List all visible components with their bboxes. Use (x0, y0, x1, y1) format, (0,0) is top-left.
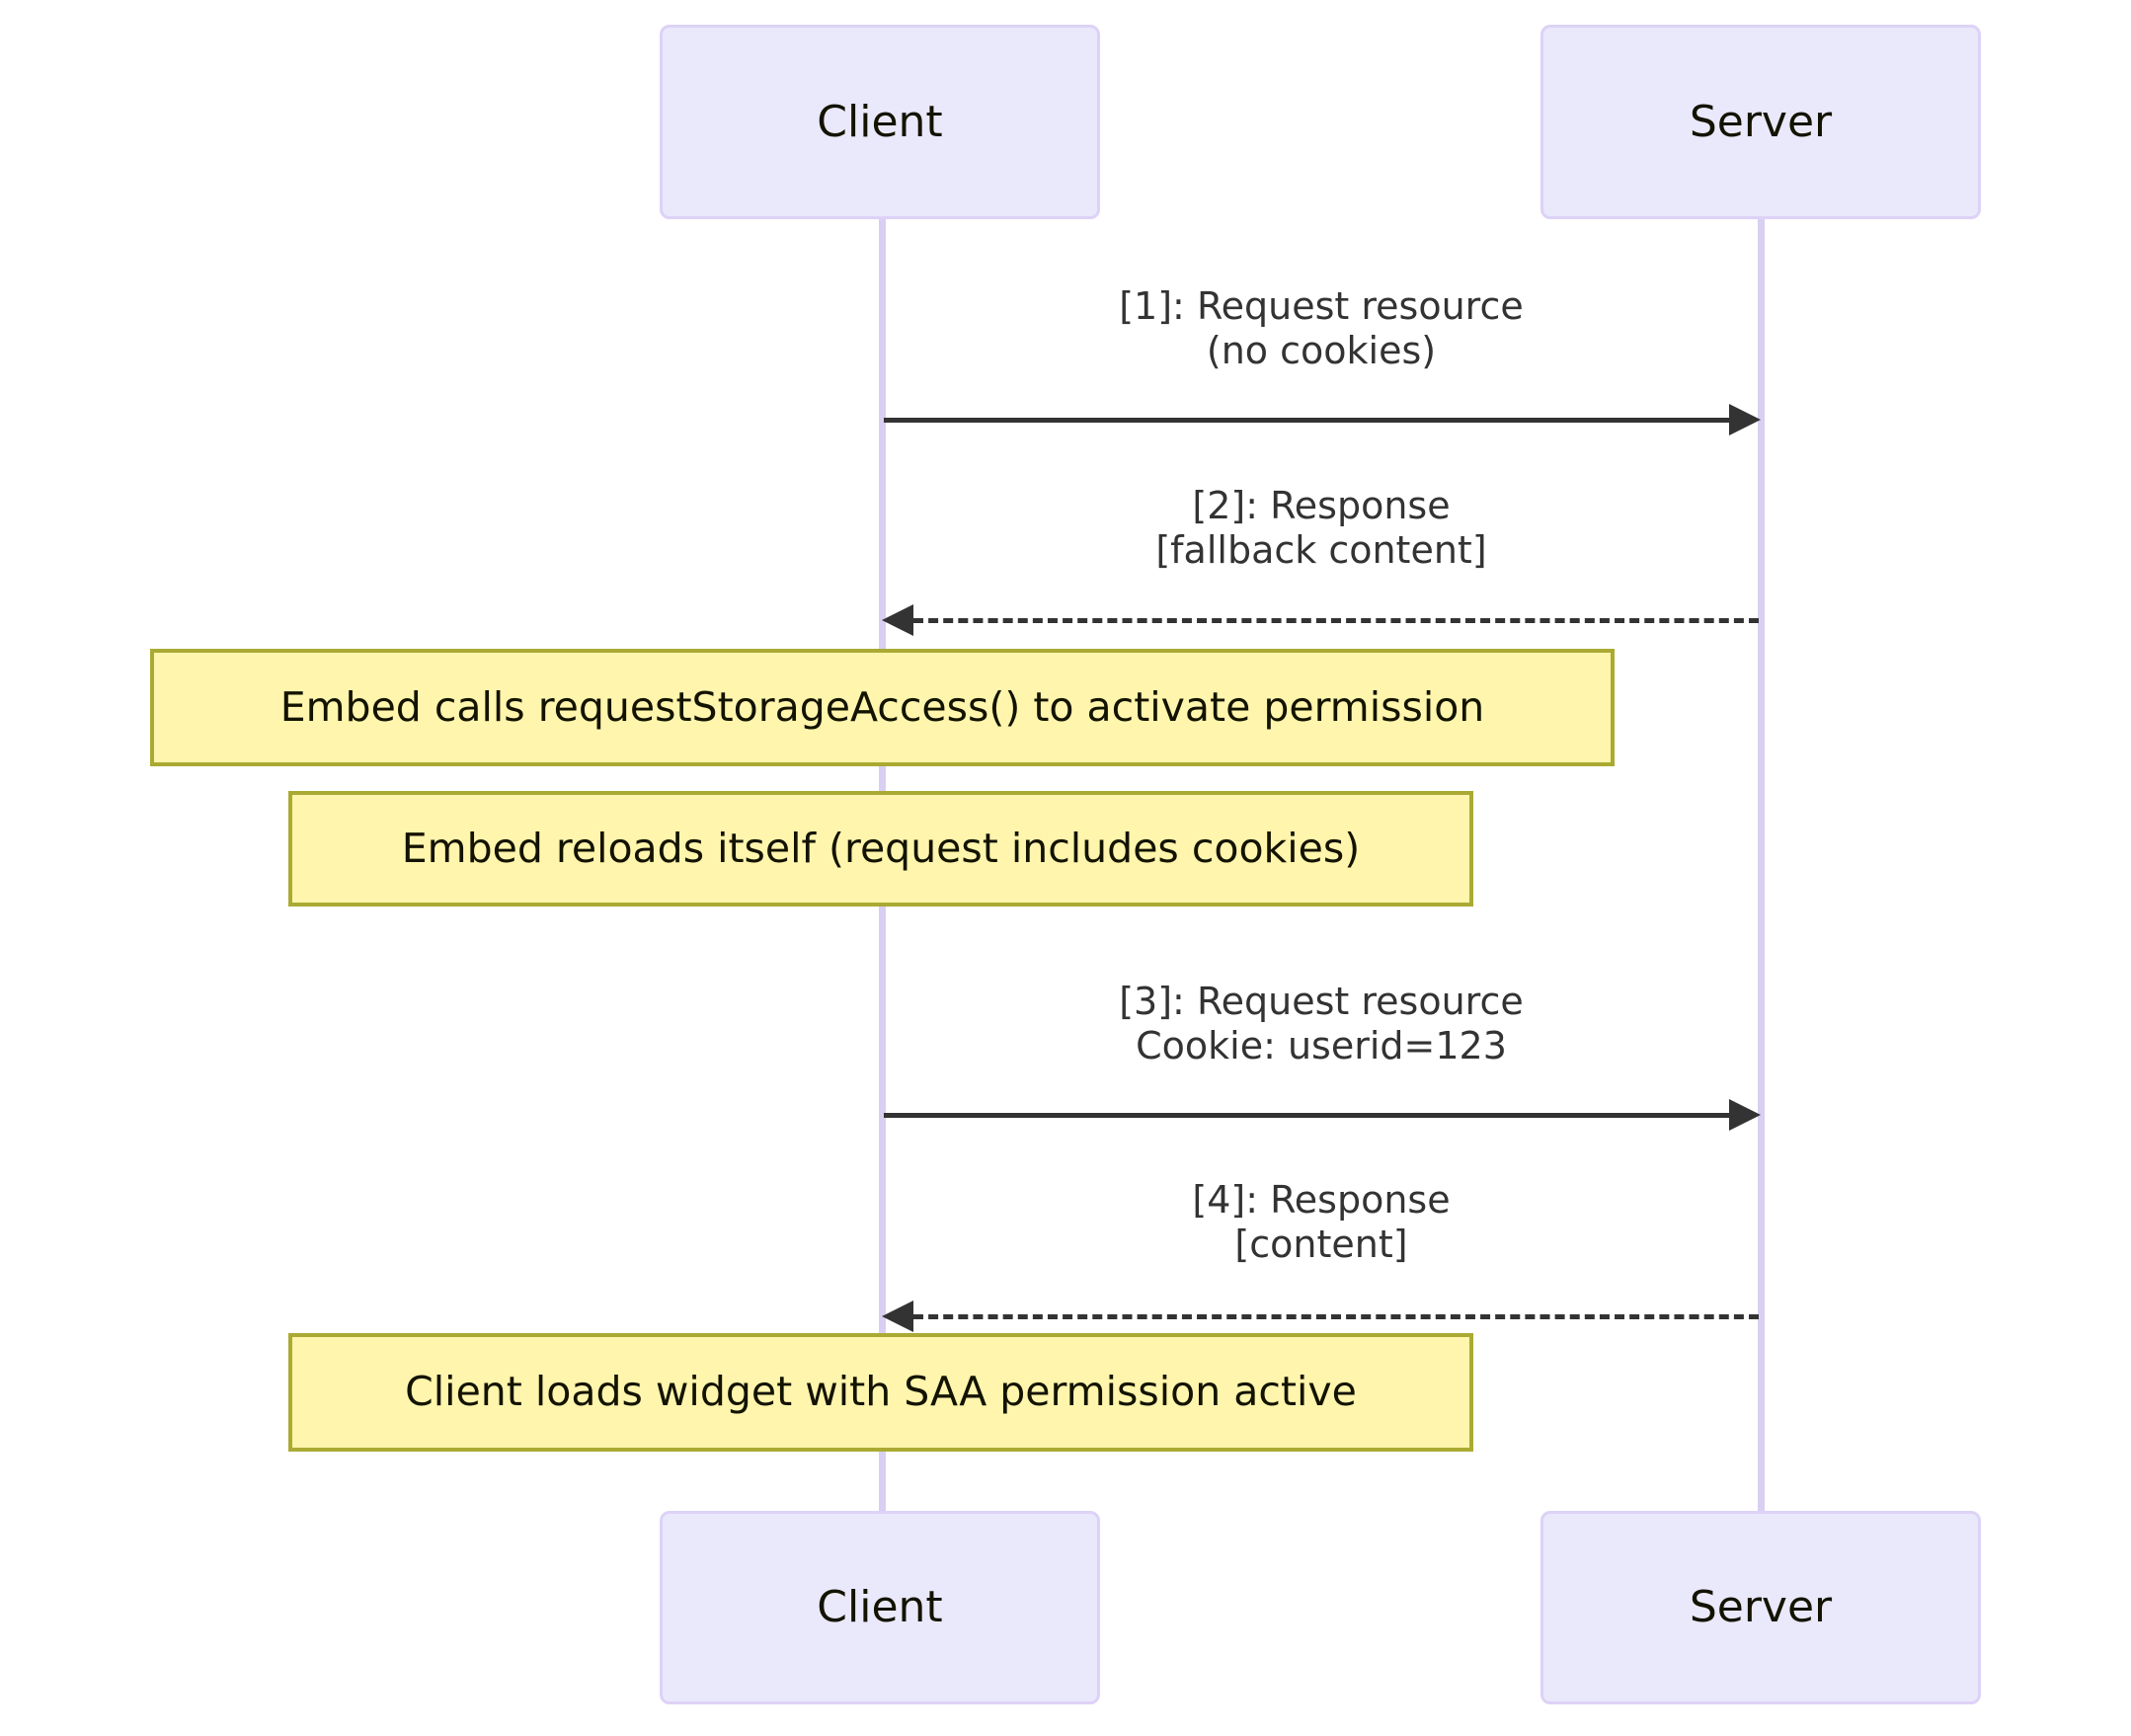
message-3-label: [3]: Request resource Cookie: userid=123 (1119, 980, 1524, 1067)
participant-label: Server (1689, 96, 1833, 147)
message-1-label: [1]: Request resource (no cookies) (1119, 284, 1524, 372)
note-3: Client loads widget with SAA permission … (288, 1333, 1473, 1452)
message-2-label: [2]: Response [fallback content] (1155, 484, 1487, 572)
message-1-arrowhead (1729, 404, 1761, 435)
participant-label: Client (817, 96, 943, 147)
participant-server-top[interactable]: Server (1540, 25, 1981, 219)
participant-server-bottom[interactable]: Server (1540, 1511, 1981, 1704)
note-2-label: Embed reloads itself (request includes c… (401, 824, 1361, 872)
message-4-arrowhead (882, 1301, 913, 1332)
participant-label: Server (1689, 1582, 1833, 1632)
participant-client-top[interactable]: Client (660, 25, 1100, 219)
message-3-arrowhead (1729, 1099, 1761, 1131)
note-1: Embed calls requestStorageAccess() to ac… (150, 649, 1615, 766)
note-3-label: Client loads widget with SAA permission … (405, 1368, 1357, 1416)
message-2-line (913, 618, 1759, 623)
participant-label: Client (817, 1582, 943, 1632)
note-1-label: Embed calls requestStorageAccess() to ac… (279, 682, 1485, 731)
lifeline-server (1758, 219, 1765, 1513)
message-2-arrowhead (882, 604, 913, 636)
participant-client-bottom[interactable]: Client (660, 1511, 1100, 1704)
message-4-label: [4]: Response [content] (1192, 1178, 1451, 1266)
note-2: Embed reloads itself (request includes c… (288, 791, 1473, 907)
message-1-line (884, 418, 1729, 423)
message-3-line (884, 1113, 1729, 1118)
message-4-line (913, 1314, 1759, 1319)
